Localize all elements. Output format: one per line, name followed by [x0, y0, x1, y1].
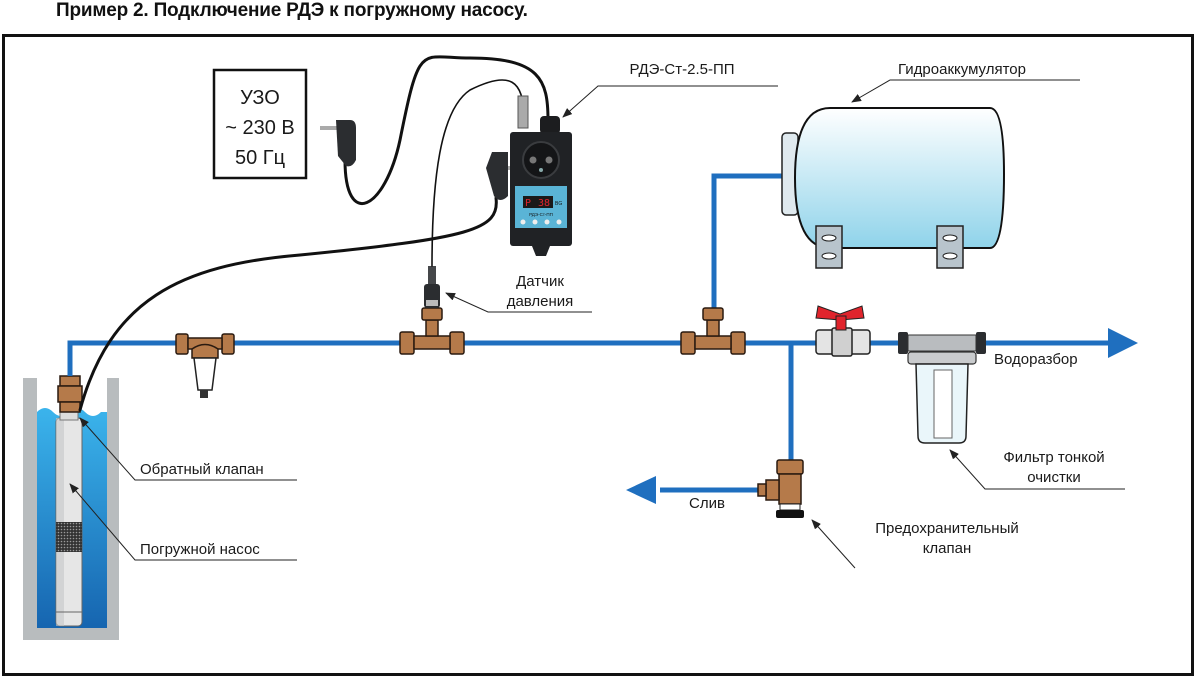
sensor-cable	[431, 79, 525, 267]
diagram-title: Пример 2. Подключение РДЭ к погружному н…	[56, 0, 528, 21]
safety-valve-leader-line	[811, 519, 856, 569]
water-outlet-arrow-icon	[1108, 328, 1138, 358]
fine-filter	[898, 332, 986, 444]
coarse-filter	[175, 333, 235, 398]
accumulator-label: Гидроаккумулятор	[898, 61, 1026, 78]
accumulator-leader-line	[851, 79, 1080, 103]
display-unit: BG	[555, 201, 562, 207]
cables	[78, 55, 550, 412]
check-valve-leader-line	[79, 417, 297, 481]
pressure-sensor	[424, 266, 440, 308]
submersible-pump	[55, 407, 83, 627]
pipes	[67, 173, 1110, 493]
controller-label: РДЭ-Ст-2.5-ПП	[629, 61, 734, 78]
drain-arrow-icon	[626, 476, 656, 504]
controller-button-4[interactable]	[556, 219, 562, 225]
diagram-frame	[2, 34, 1194, 676]
water-outlet-label: Водоразбор	[994, 351, 1078, 368]
sensor-tee	[399, 307, 465, 355]
controller-leader-line	[562, 85, 778, 118]
fine-filter-label-line-1: Фильтр тонкой	[1003, 449, 1104, 466]
controller-model-text: РДЭ-Ст-ПП	[529, 212, 553, 217]
callouts	[69, 79, 1125, 569]
fine-filter-label-line-2: очистки	[1027, 469, 1081, 486]
power-line-1: УЗО	[240, 87, 280, 109]
check-valve	[57, 375, 83, 413]
safety-valve	[757, 459, 804, 518]
hydro-accumulator	[781, 107, 1006, 269]
power-source-box: УЗО ~ 230 В 50 Гц	[212, 68, 308, 180]
fine-filter-leader-line	[949, 449, 1125, 490]
main-pipe	[67, 340, 1110, 376]
safety-valve-label-line-2: клапан	[923, 540, 972, 557]
check-valve-label: Обратный клапан	[140, 461, 264, 478]
display-prefix: P	[525, 198, 531, 209]
pump-cable	[78, 196, 498, 412]
accumulator-tee	[680, 307, 746, 355]
pump-leader-line	[69, 483, 297, 561]
mains-plug	[320, 120, 356, 167]
controller-button-down[interactable]	[544, 219, 550, 225]
power-line-3: 50 Гц	[235, 147, 285, 169]
sensor-leader-line	[445, 292, 592, 313]
pressure-sensor-label-line-1: Датчик	[516, 273, 564, 290]
controller-button-1[interactable]	[520, 219, 526, 225]
pressure-sensor-label-line-2: давления	[507, 293, 574, 310]
tank-foot-left	[815, 225, 843, 269]
display-value: 38	[538, 198, 550, 209]
controller-power-cable	[343, 55, 550, 206]
controller-button-up[interactable]	[532, 219, 538, 225]
accumulator-pipe	[711, 173, 782, 318]
rde-controller: P 38 BG РДЭ-Ст-ПП	[510, 95, 572, 256]
power-line-2: ~ 230 В	[225, 117, 295, 139]
safety-valve-label-line-1: Предохранительный	[875, 520, 1018, 537]
ball-valve[interactable]	[815, 305, 871, 357]
drain-label: Слив	[689, 495, 725, 512]
submersible-pump-label: Погружной насос	[140, 541, 260, 558]
tank-foot-right	[936, 225, 964, 269]
